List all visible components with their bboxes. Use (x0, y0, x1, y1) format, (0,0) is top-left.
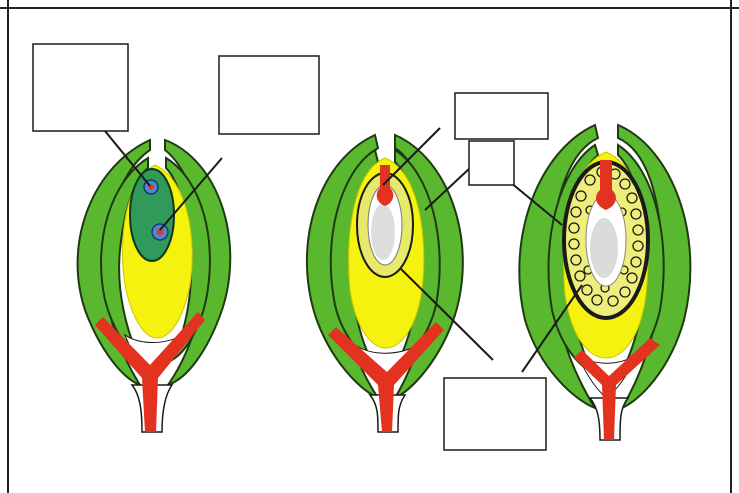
embryo-sac-shadow (371, 204, 395, 260)
label-box-2 (219, 56, 319, 134)
label-box-1 (33, 44, 128, 131)
label-box-3 (455, 93, 548, 139)
ovule-early (78, 140, 231, 432)
embryo-sac-shadow (590, 218, 618, 278)
label-box-5 (444, 378, 546, 450)
ovule-middle (307, 135, 463, 432)
label-box-4 (469, 141, 514, 185)
